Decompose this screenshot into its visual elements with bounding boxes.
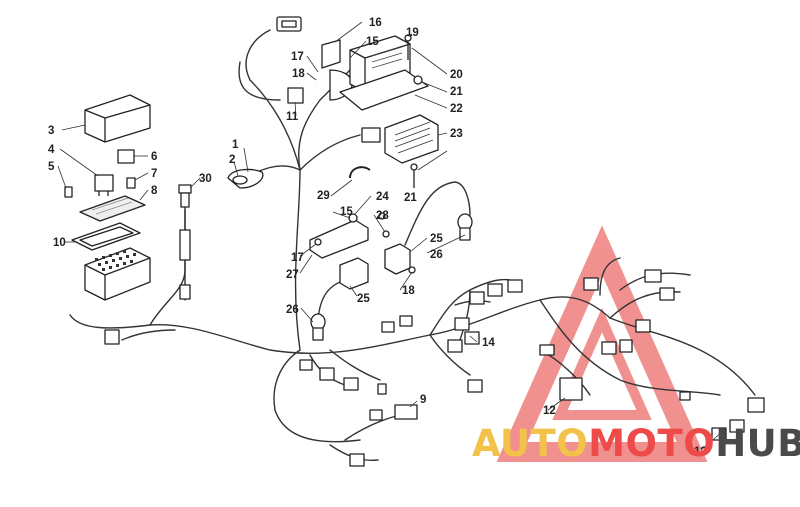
fuse-box-cover <box>84 94 151 143</box>
callout-17: 17 <box>291 252 304 264</box>
callout-21: 21 <box>404 192 417 204</box>
plug-26-right <box>457 213 473 241</box>
callout-21: 21 <box>450 86 463 98</box>
callout-22: 22 <box>450 103 463 115</box>
callout-8: 8 <box>151 185 158 197</box>
fuse-box-base <box>84 247 151 301</box>
callout-25: 25 <box>430 233 443 245</box>
washer-17b <box>314 238 322 246</box>
callout-30: 30 <box>199 173 212 185</box>
callout-11: 11 <box>286 111 299 123</box>
svg-text:AUTOMOTOHUB: AUTOMOTOHUB <box>472 422 800 465</box>
callout-10: 10 <box>53 237 66 249</box>
connector-cluster-lower <box>104 329 418 467</box>
clamp-29 <box>349 166 371 179</box>
mini-fuse-a <box>64 186 73 198</box>
oxygen-sensor <box>178 184 192 300</box>
callout-17: 17 <box>291 51 304 63</box>
mini-fuse-b <box>126 177 136 189</box>
callout-16: 16 <box>369 17 382 29</box>
callout-13: 13 <box>694 446 707 458</box>
callout-12: 12 <box>543 405 556 417</box>
callout-18: 18 <box>292 68 305 80</box>
connector-cluster-center <box>381 279 523 393</box>
screw-18b <box>408 266 416 274</box>
callout-24: 24 <box>376 191 389 203</box>
callout-25: 25 <box>357 293 370 305</box>
harness-branch-lower <box>273 349 361 443</box>
callout-14: 14 <box>482 337 495 349</box>
callout-15: 15 <box>340 206 353 218</box>
connector-1 <box>227 168 264 189</box>
washer-21 <box>413 75 423 85</box>
sensor-25-lower <box>339 257 369 290</box>
bolt-24 <box>410 163 418 188</box>
watermark-auto: AUTO <box>472 422 588 465</box>
watermark-hub: HUB <box>715 422 800 465</box>
relay-large <box>94 174 114 196</box>
callout-9: 9 <box>420 394 426 406</box>
harness-branch-top <box>245 29 301 171</box>
callout-27: 27 <box>286 269 299 281</box>
connector-cluster-right <box>539 269 765 441</box>
callout-5: 5 <box>48 161 55 173</box>
callout-26: 26 <box>430 249 443 261</box>
callout-3: 3 <box>48 125 54 137</box>
watermark-logo-triangle <box>496 225 708 462</box>
fuse-box-gasket <box>71 222 141 251</box>
harness-main-trunk <box>69 296 611 354</box>
callout-4: 4 <box>48 144 55 156</box>
callout-7: 7 <box>151 168 157 180</box>
callout-1: 1 <box>232 139 239 151</box>
voltage-regulator <box>384 114 439 164</box>
screw-28 <box>382 230 390 238</box>
callout-29: 29 <box>317 190 330 202</box>
harness-branch-left <box>149 209 186 326</box>
watermark-moto: MOTO <box>588 422 715 465</box>
callout-20: 20 <box>450 69 463 81</box>
top-connector <box>276 16 302 32</box>
watermark-text: AUTOMOTOHUB <box>472 422 800 465</box>
washer-21b <box>378 212 386 220</box>
callout-28: 28 <box>376 210 389 222</box>
connector-11 <box>287 87 304 104</box>
fuse-label-sheet <box>79 195 146 222</box>
callout-23: 23 <box>450 128 463 140</box>
ecu-plate <box>339 69 429 111</box>
callout-15: 15 <box>366 36 379 48</box>
sensor-25-upper <box>384 243 411 275</box>
callout-19: 19 <box>406 27 419 39</box>
callout-2: 2 <box>229 154 235 166</box>
plug-26-left <box>310 313 326 341</box>
bolt-19 <box>404 34 412 60</box>
callout-6: 6 <box>151 151 157 163</box>
callout-26: 26 <box>286 304 299 316</box>
connector-23-plug <box>361 127 381 143</box>
relay-small <box>117 149 135 164</box>
callout-18: 18 <box>402 285 415 297</box>
